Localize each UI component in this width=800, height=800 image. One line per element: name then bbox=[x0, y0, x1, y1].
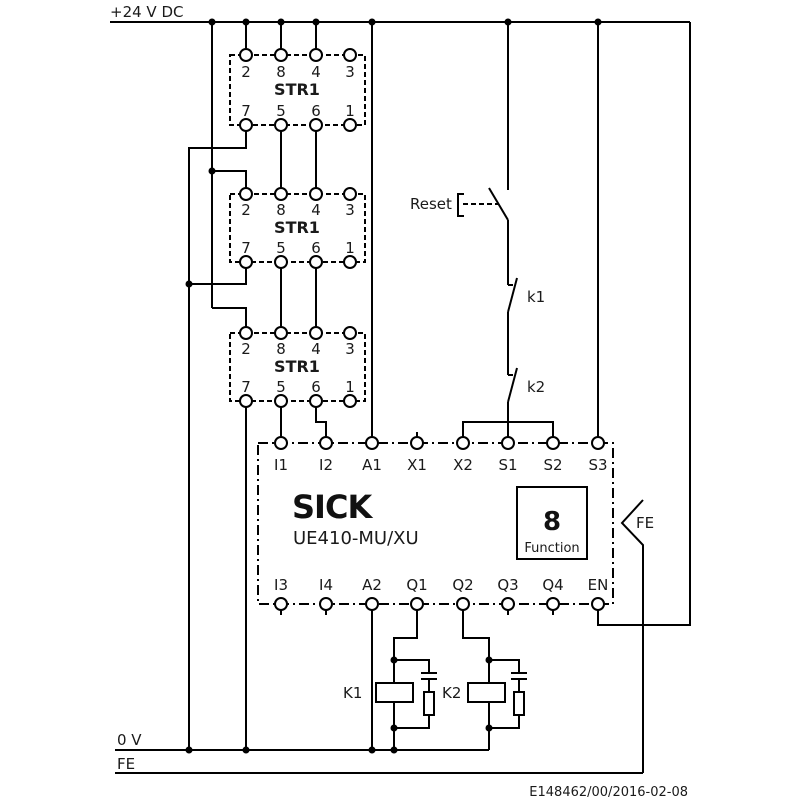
junction-dot bbox=[208, 18, 216, 26]
svg-text:1: 1 bbox=[345, 378, 355, 396]
ue410-controller: I1 I2 A1 X1 X2 S1 S2 S3 SICK UE410-MU/XU… bbox=[257, 432, 654, 773]
svg-text:8: 8 bbox=[276, 340, 286, 358]
document-id: E148462/00/2016-02-08 bbox=[529, 785, 688, 800]
supply-label: +24 V DC bbox=[110, 3, 183, 21]
svg-text:5: 5 bbox=[276, 239, 286, 257]
svg-text:5: 5 bbox=[276, 102, 286, 120]
svg-text:I4: I4 bbox=[319, 576, 333, 594]
svg-text:STR1: STR1 bbox=[274, 80, 320, 99]
x2-s2-bridge bbox=[462, 421, 554, 442]
k1-label: k1 bbox=[527, 288, 545, 306]
svg-text:X2: X2 bbox=[453, 456, 473, 474]
svg-text:3: 3 bbox=[345, 340, 355, 358]
svg-text:S1: S1 bbox=[498, 456, 517, 474]
svg-text:EN: EN bbox=[588, 576, 609, 594]
en-supply-wire bbox=[597, 22, 691, 626]
svg-text:3: 3 bbox=[345, 63, 355, 81]
svg-text:2: 2 bbox=[241, 201, 251, 219]
fe-rail: FE bbox=[115, 755, 643, 774]
reset-switch: Reset bbox=[410, 187, 509, 285]
svg-text:I2: I2 bbox=[319, 456, 333, 474]
svg-text:1: 1 bbox=[345, 239, 355, 257]
svg-text:I1: I1 bbox=[274, 456, 288, 474]
svg-text:I3: I3 bbox=[274, 576, 288, 594]
reset-label: Reset bbox=[410, 195, 452, 213]
svg-text:6: 6 bbox=[311, 102, 321, 120]
svg-text:Q3: Q3 bbox=[497, 576, 518, 594]
k2-relay-label: K2 bbox=[442, 684, 461, 702]
fe-label: FE bbox=[636, 514, 654, 532]
sick-logo: SICK bbox=[292, 488, 373, 526]
svg-text:A1: A1 bbox=[362, 456, 382, 474]
str-module-2: STR1 2 8 4 3 7 5 6 1 bbox=[229, 187, 366, 269]
model-label: UE410-MU/XU bbox=[293, 528, 419, 549]
svg-text:Q1: Q1 bbox=[406, 576, 427, 594]
svg-text:8: 8 bbox=[543, 507, 561, 537]
str-module-3: STR1 2 8 4 3 7 5 6 1 bbox=[229, 326, 366, 408]
svg-text:7: 7 bbox=[241, 102, 251, 120]
zero-volt-rail: 0 V bbox=[115, 730, 490, 751]
svg-text:4: 4 bbox=[311, 201, 321, 219]
supply-rail: +24 V DC bbox=[110, 3, 690, 23]
svg-text:Function: Function bbox=[524, 541, 579, 556]
svg-text:Q4: Q4 bbox=[542, 576, 563, 594]
fe-rail-label: FE bbox=[117, 755, 135, 773]
k2-contact: k2 bbox=[507, 367, 545, 442]
svg-text:3: 3 bbox=[345, 201, 355, 219]
k1-relay-label: K1 bbox=[343, 684, 362, 702]
svg-text:7: 7 bbox=[241, 239, 251, 257]
fe-symbol bbox=[620, 499, 644, 773]
svg-text:6: 6 bbox=[311, 378, 321, 396]
relay-k1: K1 bbox=[343, 610, 437, 750]
svg-text:6: 6 bbox=[311, 239, 321, 257]
svg-text:STR1: STR1 bbox=[274, 357, 320, 376]
svg-text:4: 4 bbox=[311, 63, 321, 81]
svg-text:S2: S2 bbox=[543, 456, 562, 474]
svg-text:2: 2 bbox=[241, 63, 251, 81]
svg-text:7: 7 bbox=[241, 378, 251, 396]
svg-text:1: 1 bbox=[345, 102, 355, 120]
svg-text:X1: X1 bbox=[407, 456, 427, 474]
svg-text:STR1: STR1 bbox=[274, 218, 320, 237]
str-module-1: STR1 2 8 4 3 7 5 6 1 bbox=[229, 48, 366, 132]
relay-k2: K2 bbox=[442, 610, 527, 732]
k2-label: k2 bbox=[527, 378, 545, 396]
zero-volt-label: 0 V bbox=[117, 731, 142, 749]
svg-text:8: 8 bbox=[276, 63, 286, 81]
function-box bbox=[516, 486, 588, 560]
k1-contact: k1 bbox=[507, 277, 545, 375]
svg-text:Q2: Q2 bbox=[452, 576, 473, 594]
svg-text:2: 2 bbox=[241, 340, 251, 358]
svg-text:S3: S3 bbox=[588, 456, 607, 474]
str1-pin7-wire bbox=[188, 131, 247, 750]
svg-text:5: 5 bbox=[276, 378, 286, 396]
svg-text:A2: A2 bbox=[362, 576, 382, 594]
svg-text:4: 4 bbox=[311, 340, 321, 358]
svg-text:8: 8 bbox=[276, 201, 286, 219]
